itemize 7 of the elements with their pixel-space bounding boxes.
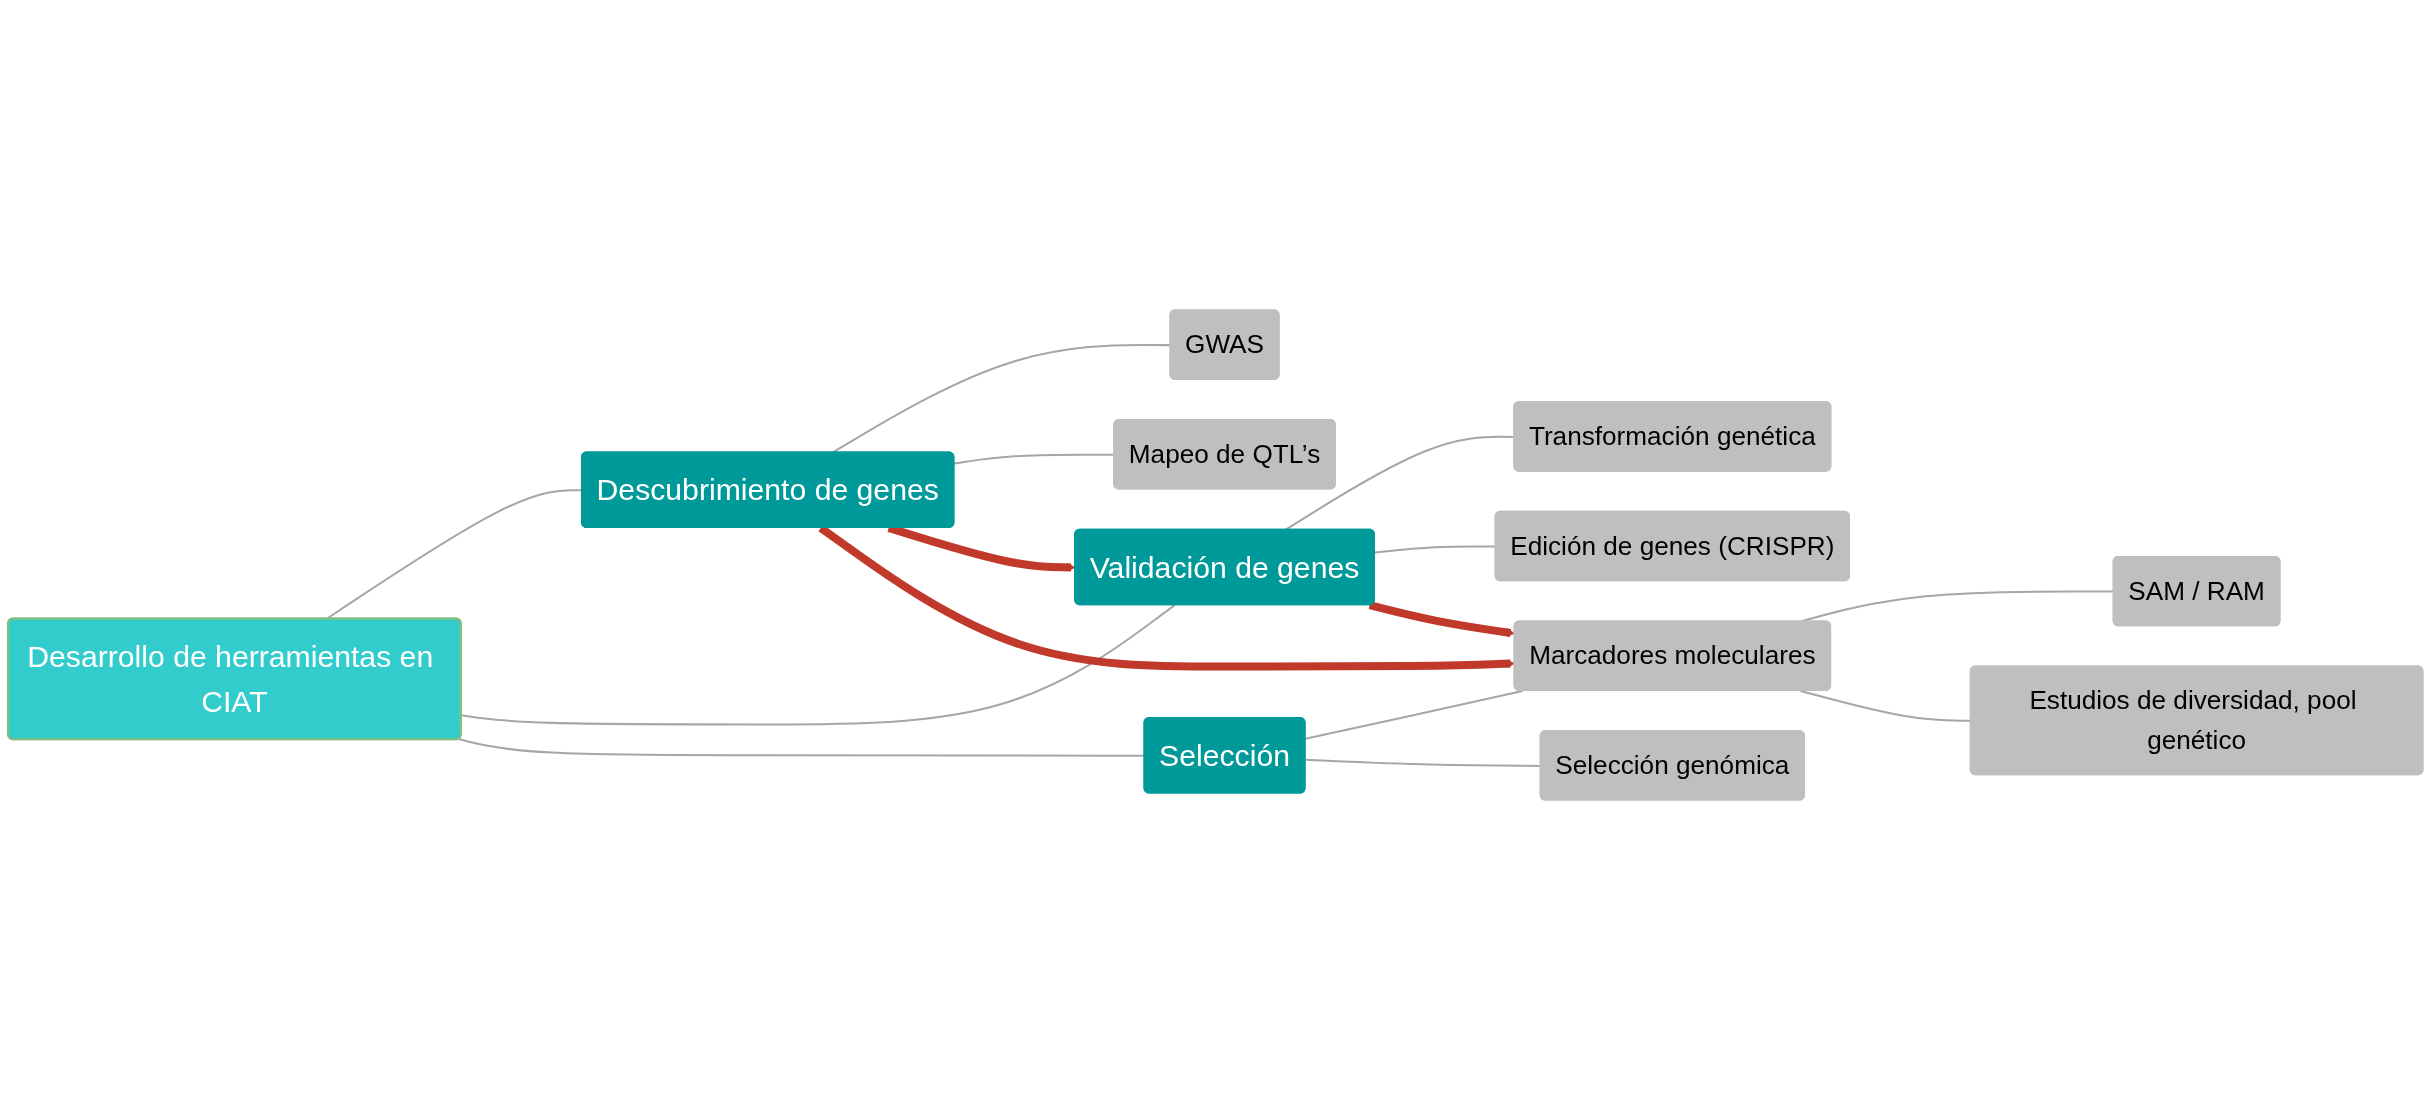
connector [1800,689,1971,722]
connector [1305,758,1541,767]
connector [1305,689,1523,740]
arrow [1368,601,1515,637]
connector [1374,545,1496,554]
connector [458,738,1145,757]
connector [461,604,1176,726]
